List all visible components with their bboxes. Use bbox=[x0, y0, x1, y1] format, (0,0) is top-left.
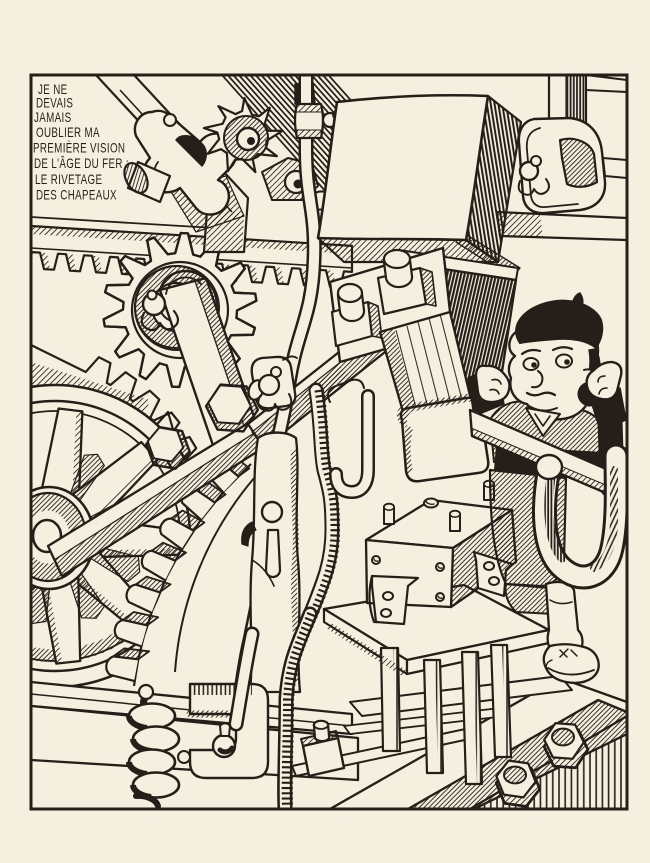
svg-text:JAMAIS: JAMAIS bbox=[34, 111, 71, 126]
svg-text:JE NE: JE NE bbox=[38, 83, 68, 98]
svg-text:OUBLIER MA: OUBLIER MA bbox=[36, 126, 100, 141]
svg-text:LE RIVETAGE: LE RIVETAGE bbox=[35, 173, 102, 188]
svg-text:PREMIÈRE VISION: PREMIÈRE VISION bbox=[33, 141, 125, 156]
svg-text:DE L'ÂGE DU FER :: DE L'ÂGE DU FER : bbox=[34, 157, 129, 172]
svg-text:DEVAIS: DEVAIS bbox=[36, 96, 73, 111]
svg-text:DES CHAPEAUX: DES CHAPEAUX bbox=[36, 188, 117, 203]
